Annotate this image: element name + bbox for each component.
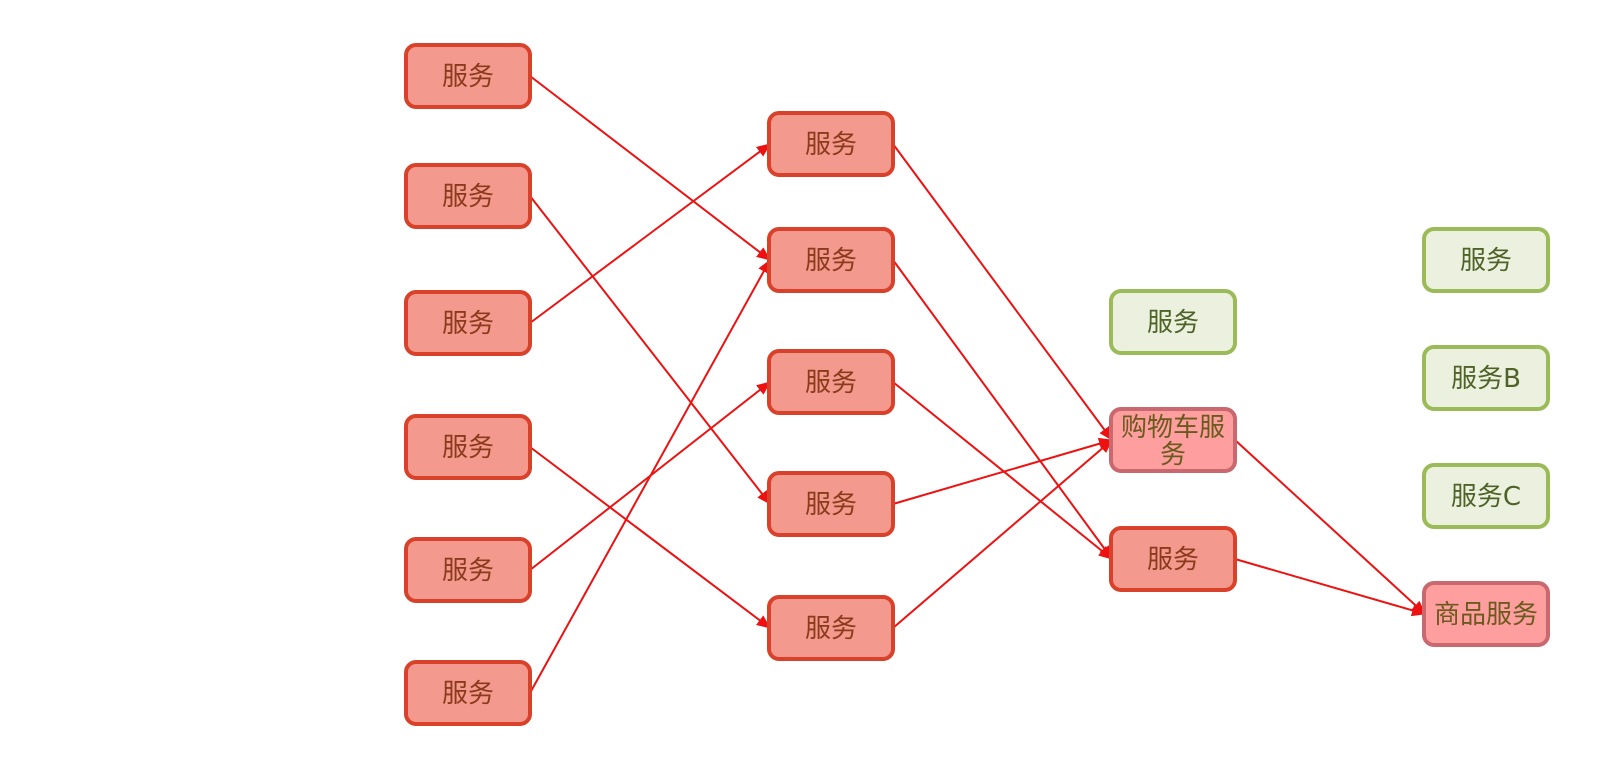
edge-b4-to-cart [892, 437, 1113, 505]
service-node-a5[interactable]: 服务 [404, 537, 532, 603]
service-node-box [1422, 345, 1550, 411]
service-node-box [1422, 581, 1550, 647]
service-node-d3[interactable]: 服务C [1422, 463, 1550, 529]
service-node-label: 商品服务 [1434, 600, 1538, 630]
service-node-d1[interactable]: 服务 [1422, 227, 1550, 293]
service-node-label: 服务 [805, 130, 857, 160]
edge-a3-to-b1 [529, 143, 771, 324]
edge-b5-to-cart [892, 439, 1113, 629]
service-node-label: 服务B [1451, 364, 1521, 394]
service-node-cart[interactable]: 购物车服务 [1109, 407, 1237, 473]
service-node-box [404, 537, 532, 603]
service-node-b1[interactable]: 服务 [767, 111, 895, 177]
edge-cart-to-goods [1234, 439, 1426, 615]
service-node-box [767, 595, 895, 661]
service-node-label: 服务 [805, 490, 857, 520]
service-node-label: 服务 [442, 433, 494, 463]
service-node-b3[interactable]: 服务 [767, 349, 895, 415]
service-node-label: 服务 [1147, 308, 1199, 338]
service-node-b2[interactable]: 服务 [767, 227, 895, 293]
service-node-box [767, 349, 895, 415]
edge-a6-to-b2 [529, 259, 771, 694]
edge-a2-to-b4 [529, 195, 771, 505]
service-node-box [404, 414, 532, 480]
edge-c2-to-goods [1234, 558, 1426, 617]
service-node-box [404, 660, 532, 726]
service-node-label: 服务 [442, 182, 494, 212]
service-node-label: 服务 [1460, 246, 1512, 276]
edges-layer [529, 75, 1426, 694]
service-node-box [767, 227, 895, 293]
service-node-box [1422, 227, 1550, 293]
edge-a1-to-b2 [529, 75, 771, 261]
service-node-label: 服务 [442, 309, 494, 339]
service-node-label: 服务 [442, 556, 494, 586]
service-node-box [404, 43, 532, 109]
service-node-label: 服务 [805, 368, 857, 398]
edge-b1-to-cart [892, 143, 1113, 441]
service-node-b5[interactable]: 服务 [767, 595, 895, 661]
service-node-b4[interactable]: 服务 [767, 471, 895, 537]
service-node-label: 服务 [442, 679, 494, 709]
service-node-d2[interactable]: 服务B [1422, 345, 1550, 411]
service-node-a3[interactable]: 服务 [404, 290, 532, 356]
service-node-label: 购物车服务 [1121, 413, 1225, 470]
service-node-label: 服务 [442, 62, 494, 92]
service-node-label: 服务 [805, 246, 857, 276]
service-node-label: 服务C [1451, 482, 1521, 512]
service-node-box [404, 163, 532, 229]
service-node-box [404, 290, 532, 356]
service-node-a6[interactable]: 服务 [404, 660, 532, 726]
service-node-c2[interactable]: 服务 [1109, 526, 1237, 592]
edge-b3-to-c2 [892, 381, 1113, 560]
service-node-label: 服务 [805, 614, 857, 644]
service-node-a1[interactable]: 服务 [404, 43, 532, 109]
edge-b2-to-c2 [892, 259, 1113, 560]
service-node-label: 服务 [1147, 545, 1199, 575]
service-node-goods[interactable]: 商品服务 [1422, 581, 1550, 647]
nodes-layer: 服务服务服务服务服务服务服务服务服务服务服务服务购物车服务服务服务服务B服务C商… [404, 43, 1550, 726]
service-node-box [767, 471, 895, 537]
service-node-box [1422, 463, 1550, 529]
service-node-c0[interactable]: 服务 [1109, 289, 1237, 355]
edge-a4-to-b5 [529, 446, 771, 629]
service-node-box [767, 111, 895, 177]
service-node-box [1109, 526, 1237, 592]
service-node-a2[interactable]: 服务 [404, 163, 532, 229]
service-node-box [1109, 407, 1237, 473]
service-node-a4[interactable]: 服务 [404, 414, 532, 480]
service-node-box [1109, 289, 1237, 355]
